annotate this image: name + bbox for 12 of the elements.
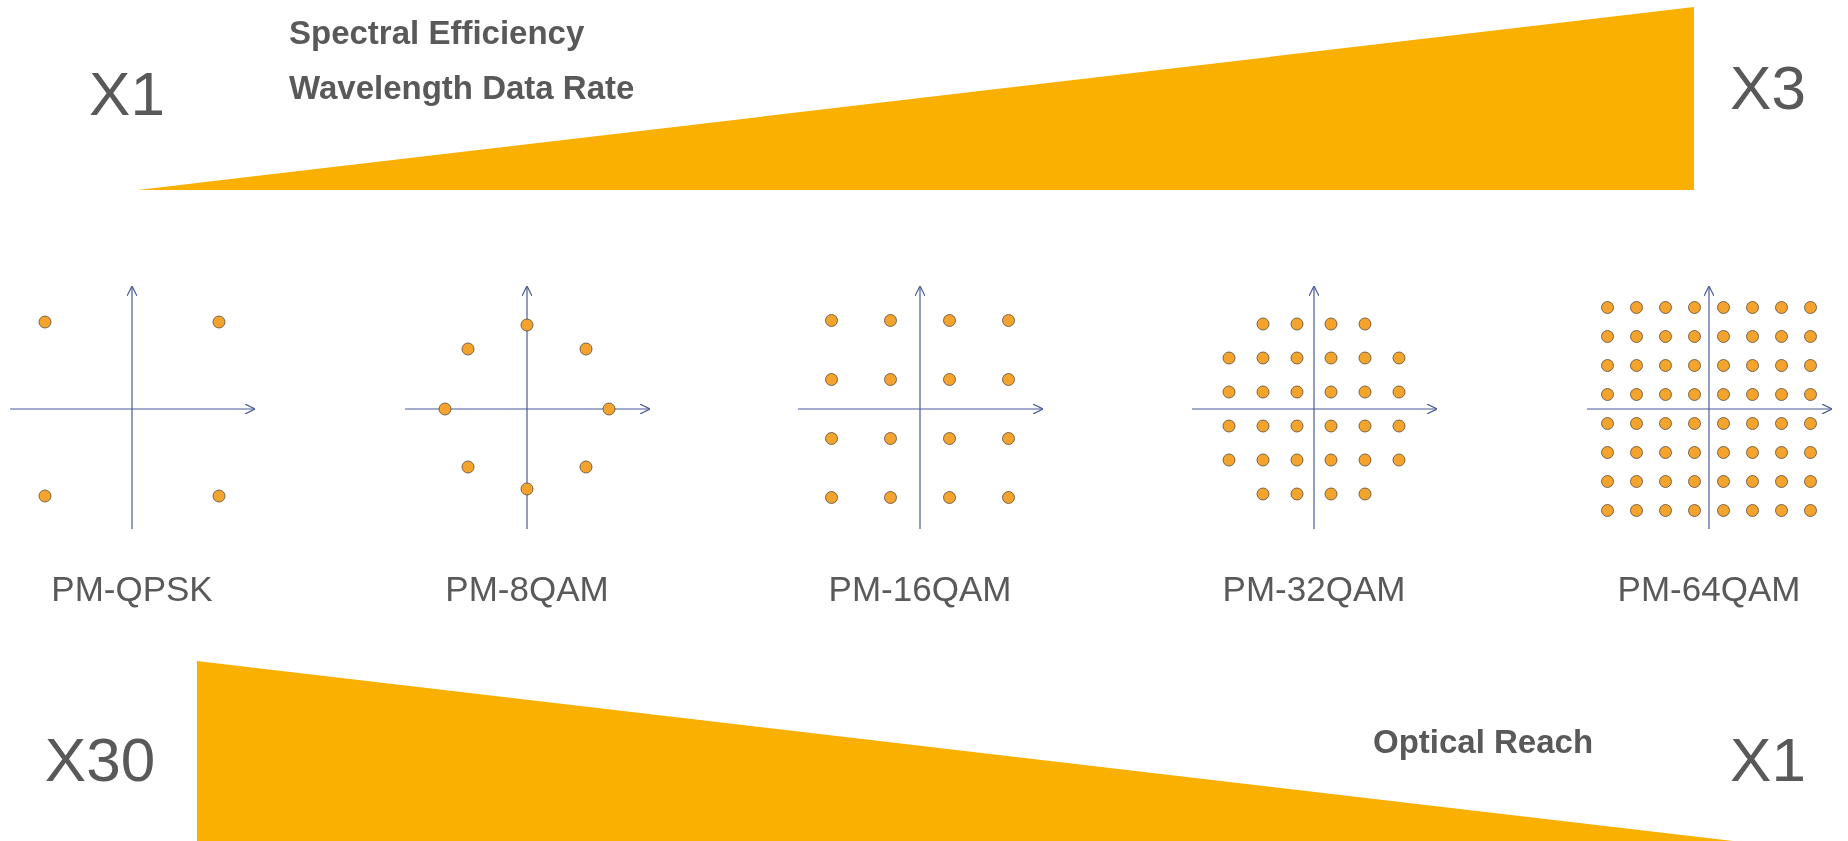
multiplier-label: X1 [1730,725,1806,795]
scale-label: Spectral Efficiency [289,15,585,52]
format-label: PM-16QAM [828,569,1012,609]
format-label: PM-64QAM [1617,569,1801,609]
scale-label: Wavelength Data Rate [289,70,635,107]
multiplier-label: X3 [1730,53,1806,123]
format-label: PM-32QAM [1222,569,1406,609]
format-label: PM-QPSK [51,569,213,609]
multiplier-label: X1 [89,59,165,129]
multiplier-label: X30 [44,725,156,795]
scale-label: Optical Reach [1372,723,1594,761]
format-label: PM-8QAM [445,569,609,609]
